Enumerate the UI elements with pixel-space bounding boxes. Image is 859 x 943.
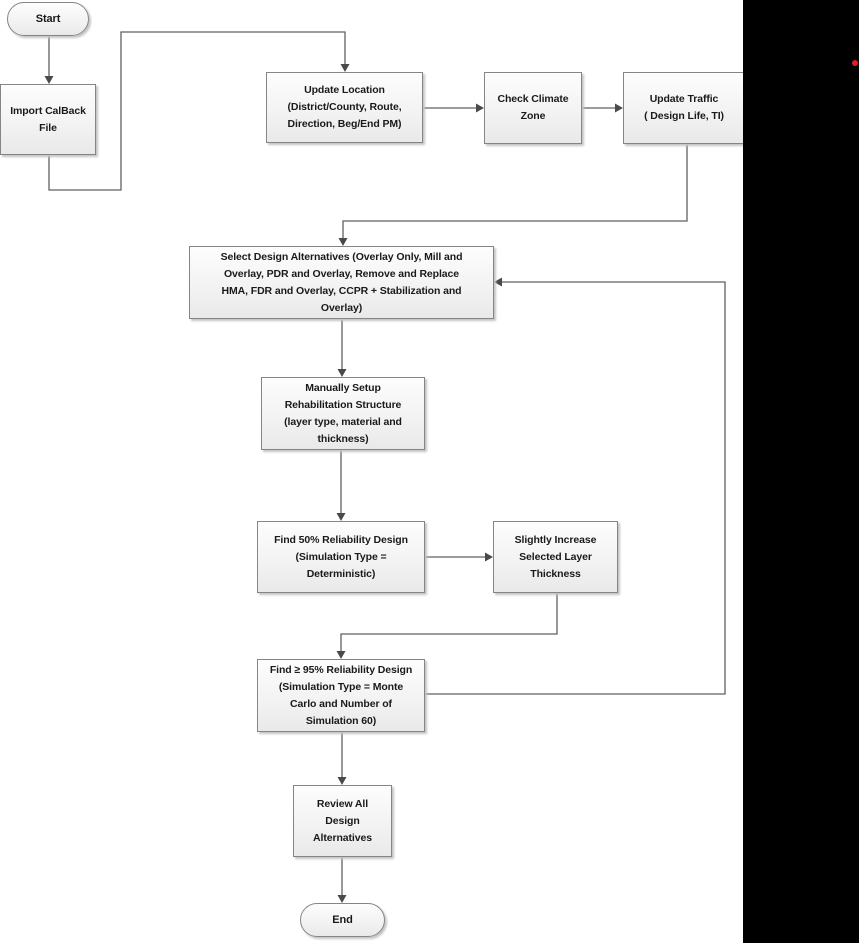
edge-find95-to-review xyxy=(337,732,347,785)
red-marker-dot xyxy=(852,60,858,66)
flow-node-update-location: Update Location (District/County, Route,… xyxy=(266,72,423,143)
edge-import-to-update-location xyxy=(48,31,350,191)
flow-node-increase-layer-thickness: Slightly Increase Selected Layer Thickne… xyxy=(493,521,618,593)
edge-manual-setup-to-find50 xyxy=(336,450,346,521)
edge-find95-feedback-to-select xyxy=(425,277,726,695)
flow-node-manually-setup-structure: Manually Setup Rehabilitation Structure … xyxy=(261,377,425,450)
flow-node-find-50-reliability: Find 50% Reliability Design (Simulation … xyxy=(257,521,425,593)
edge-find50-to-increase-thickness xyxy=(425,552,493,562)
edge-select-to-manual-setup xyxy=(337,319,347,377)
edge-review-to-end xyxy=(337,857,347,903)
flow-node-review-all-alternatives: Review All Design Alternatives xyxy=(293,785,392,857)
flow-node-start: Start xyxy=(7,2,89,36)
black-side-panel xyxy=(743,0,859,943)
flow-node-end: End xyxy=(300,903,385,937)
flow-node-select-design-alternatives: Select Design Alternatives (Overlay Only… xyxy=(189,246,494,319)
flow-node-check-climate-zone: Check Climate Zone xyxy=(484,72,582,144)
edge-update-traffic-to-select-alternatives xyxy=(338,144,688,246)
edge-update-location-to-check-climate xyxy=(423,103,484,113)
edge-check-climate-to-update-traffic xyxy=(582,103,623,113)
flow-node-update-traffic: Update Traffic ( Design Life, TI) xyxy=(623,72,745,144)
flow-node-find-95-reliability: Find ≥ 95% Reliability Design (Simulatio… xyxy=(257,659,425,732)
edge-start-to-import xyxy=(44,36,54,84)
edge-increase-thickness-to-find95 xyxy=(336,593,558,659)
flow-node-import-calback-file: Import CalBack File xyxy=(0,84,96,155)
